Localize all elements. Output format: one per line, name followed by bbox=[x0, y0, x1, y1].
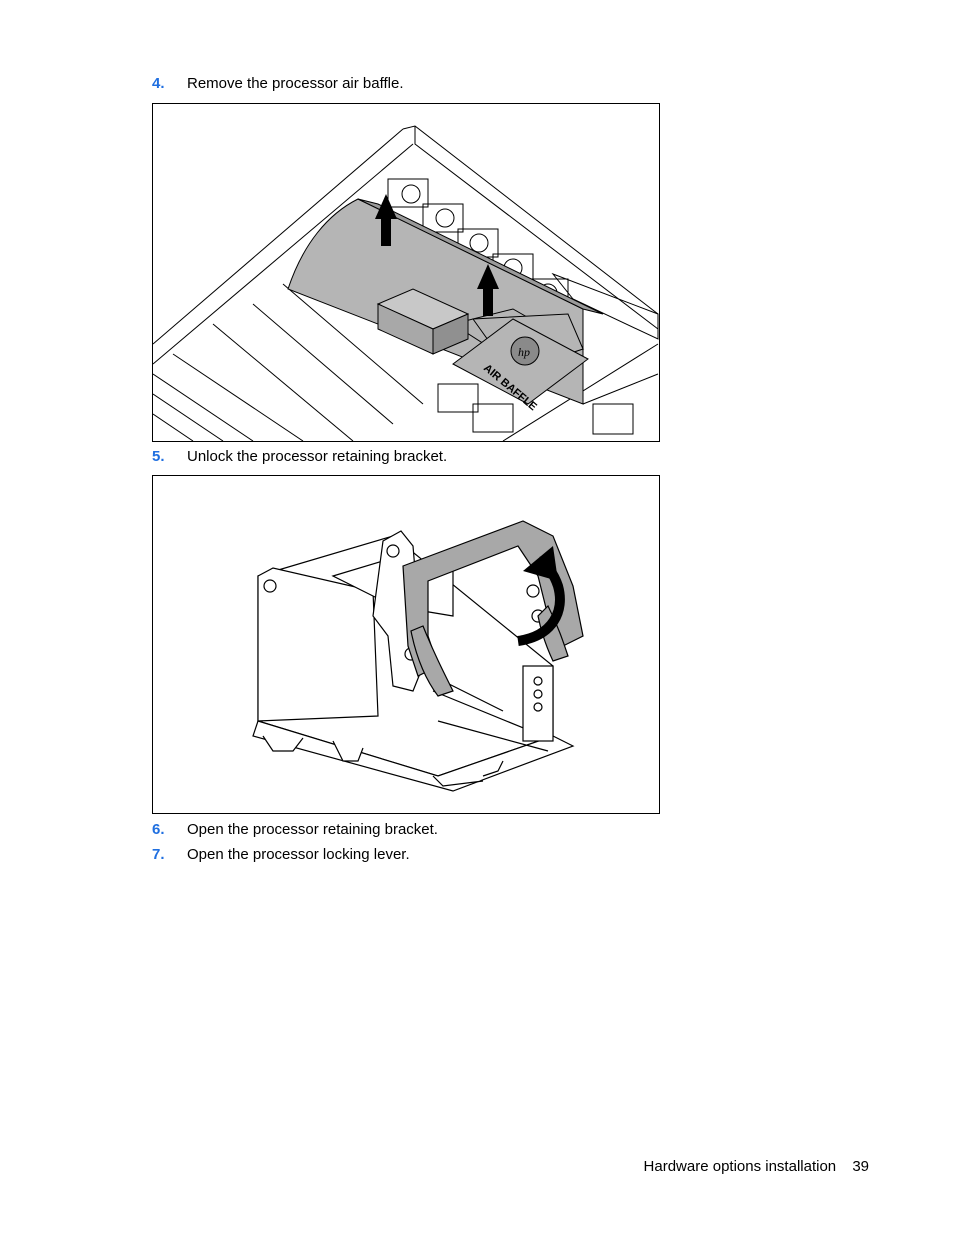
step-text: Open the processor locking lever. bbox=[187, 846, 410, 863]
step-7: 7. Open the processor locking lever. bbox=[152, 846, 410, 864]
page-footer: Hardware options installation 39 bbox=[644, 1158, 869, 1176]
page-number: 39 bbox=[852, 1158, 869, 1175]
footer-section-title: Hardware options installation bbox=[643, 1158, 837, 1175]
step-number: 4. bbox=[152, 75, 165, 92]
step-text: Open the processor retaining bracket. bbox=[187, 821, 438, 838]
step-number: 7. bbox=[152, 846, 165, 863]
step-4: 4. Remove the processor air baffle. bbox=[152, 75, 404, 93]
step-text: Remove the processor air baffle. bbox=[187, 75, 404, 92]
step-text: Unlock the processor retaining bracket. bbox=[187, 448, 448, 465]
step-6: 6. Open the processor retaining bracket. bbox=[152, 821, 438, 839]
retaining-bracket-illustration bbox=[252, 520, 584, 792]
figure-air-baffle: hp AIR BAFFLE bbox=[152, 103, 660, 442]
step-5: 5. Unlock the processor retaining bracke… bbox=[152, 448, 447, 466]
svg-text:hp: hp bbox=[518, 345, 530, 359]
figure-retaining-bracket bbox=[152, 475, 660, 814]
air-baffle-illustration: hp AIR BAFFLE bbox=[153, 125, 659, 441]
step-number: 6. bbox=[152, 821, 165, 838]
step-number: 5. bbox=[152, 448, 165, 465]
